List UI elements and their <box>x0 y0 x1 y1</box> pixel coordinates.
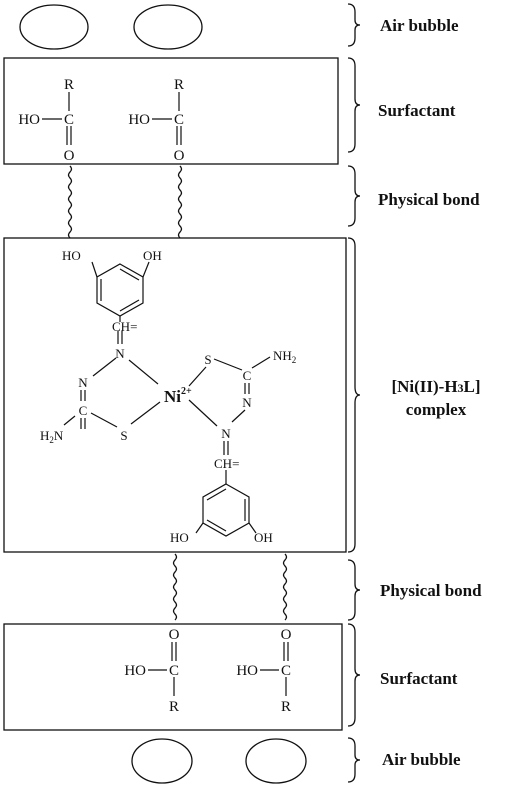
carbon-label: C <box>243 368 252 383</box>
air-bubble-top-right <box>133 4 203 50</box>
complex-subscript: 3 <box>457 381 464 395</box>
carboxylic-acid-bottom-1: O HO C R <box>124 627 179 715</box>
carbon-label: C <box>64 112 74 128</box>
nickel-complex-structure: HO OH CH= N N C S H2N Ni2+ S C NH2 N N C… <box>40 248 296 545</box>
nitrogen-label: N <box>242 395 252 410</box>
brace-surfactant-bottom <box>347 623 361 727</box>
hydroxyl-label: HO <box>18 112 40 128</box>
surfactant-box-top <box>3 57 339 165</box>
label-surfactant-top: Surfactant <box>378 101 456 120</box>
hydroxyl-label: HO <box>62 248 81 263</box>
carbon-label: C <box>281 663 291 679</box>
hydroxyl-label: HO <box>124 663 146 679</box>
hydroxyl-label: HO <box>170 530 189 545</box>
carboxylic-acid-top-1: R HO C O <box>18 77 74 164</box>
nitrogen-label: N <box>115 346 125 361</box>
label-surfactant-bottom: Surfactant <box>380 669 458 688</box>
physical-bond-top-left <box>67 165 73 239</box>
carbon-label: C <box>79 403 88 418</box>
brace-air-bubble-top <box>347 3 361 47</box>
complex-name-start: [Ni(II)-H <box>391 377 458 396</box>
physical-bond-top-right <box>177 165 183 239</box>
physical-bond-bottom-right <box>282 553 288 621</box>
nitrogen-label: N <box>221 426 231 441</box>
hydroxyl-label: OH <box>254 530 273 545</box>
nickel-ion-label: Ni2+ <box>164 386 192 406</box>
r-group-label: R <box>281 699 291 715</box>
label-complex: [Ni(II)-H3L] complex <box>382 376 490 420</box>
brace-physical-bond-bottom <box>347 559 361 621</box>
imine-ch-label: CH= <box>112 319 137 334</box>
brace-complex <box>347 237 361 553</box>
nitrogen-label: N <box>78 375 88 390</box>
r-group-label: R <box>169 699 179 715</box>
complex-box <box>3 237 347 553</box>
label-physical-bond-top: Physical bond <box>378 190 480 209</box>
hydroxyl-label: HO <box>128 112 150 128</box>
upper-benzene-ring <box>96 263 144 317</box>
r-group-label: R <box>174 77 184 93</box>
label-physical-bond-bottom: Physical bond <box>380 581 482 600</box>
complex-name-end: L] <box>463 377 481 396</box>
brace-physical-bond-top <box>347 165 361 227</box>
oxygen-label: O <box>174 148 185 164</box>
hydroxyl-label: OH <box>143 248 162 263</box>
oxygen-label: O <box>64 148 75 164</box>
imine-ch-label: CH= <box>214 456 239 471</box>
carbon-label: C <box>169 663 179 679</box>
label-air-bubble-top: Air bubble <box>380 16 459 35</box>
brace-surfactant-top <box>347 57 361 153</box>
lower-benzene-ring <box>202 483 250 537</box>
sulfur-label: S <box>120 428 127 443</box>
air-bubble-bottom-right <box>245 738 307 784</box>
air-bubble-top-left <box>19 4 89 50</box>
complex-word: complex <box>405 400 467 419</box>
amine-label: H2N <box>40 428 64 445</box>
brace-air-bubble-bottom <box>347 737 361 783</box>
hydroxyl-label: HO <box>236 663 258 679</box>
label-air-bubble-bottom: Air bubble <box>382 750 461 769</box>
oxygen-label: O <box>169 627 180 643</box>
surfactant-box-bottom <box>3 623 343 731</box>
air-bubble-bottom-left <box>131 738 193 784</box>
carboxylic-acid-top-2: R HO C O <box>128 77 184 164</box>
carboxylic-acid-bottom-2: O HO C R <box>236 627 291 715</box>
r-group-label: R <box>64 77 74 93</box>
amine-label: NH2 <box>273 348 296 365</box>
physical-bond-bottom-left <box>172 553 178 621</box>
sulfur-label: S <box>204 352 211 367</box>
carbon-label: C <box>174 112 184 128</box>
oxygen-label: O <box>281 627 292 643</box>
